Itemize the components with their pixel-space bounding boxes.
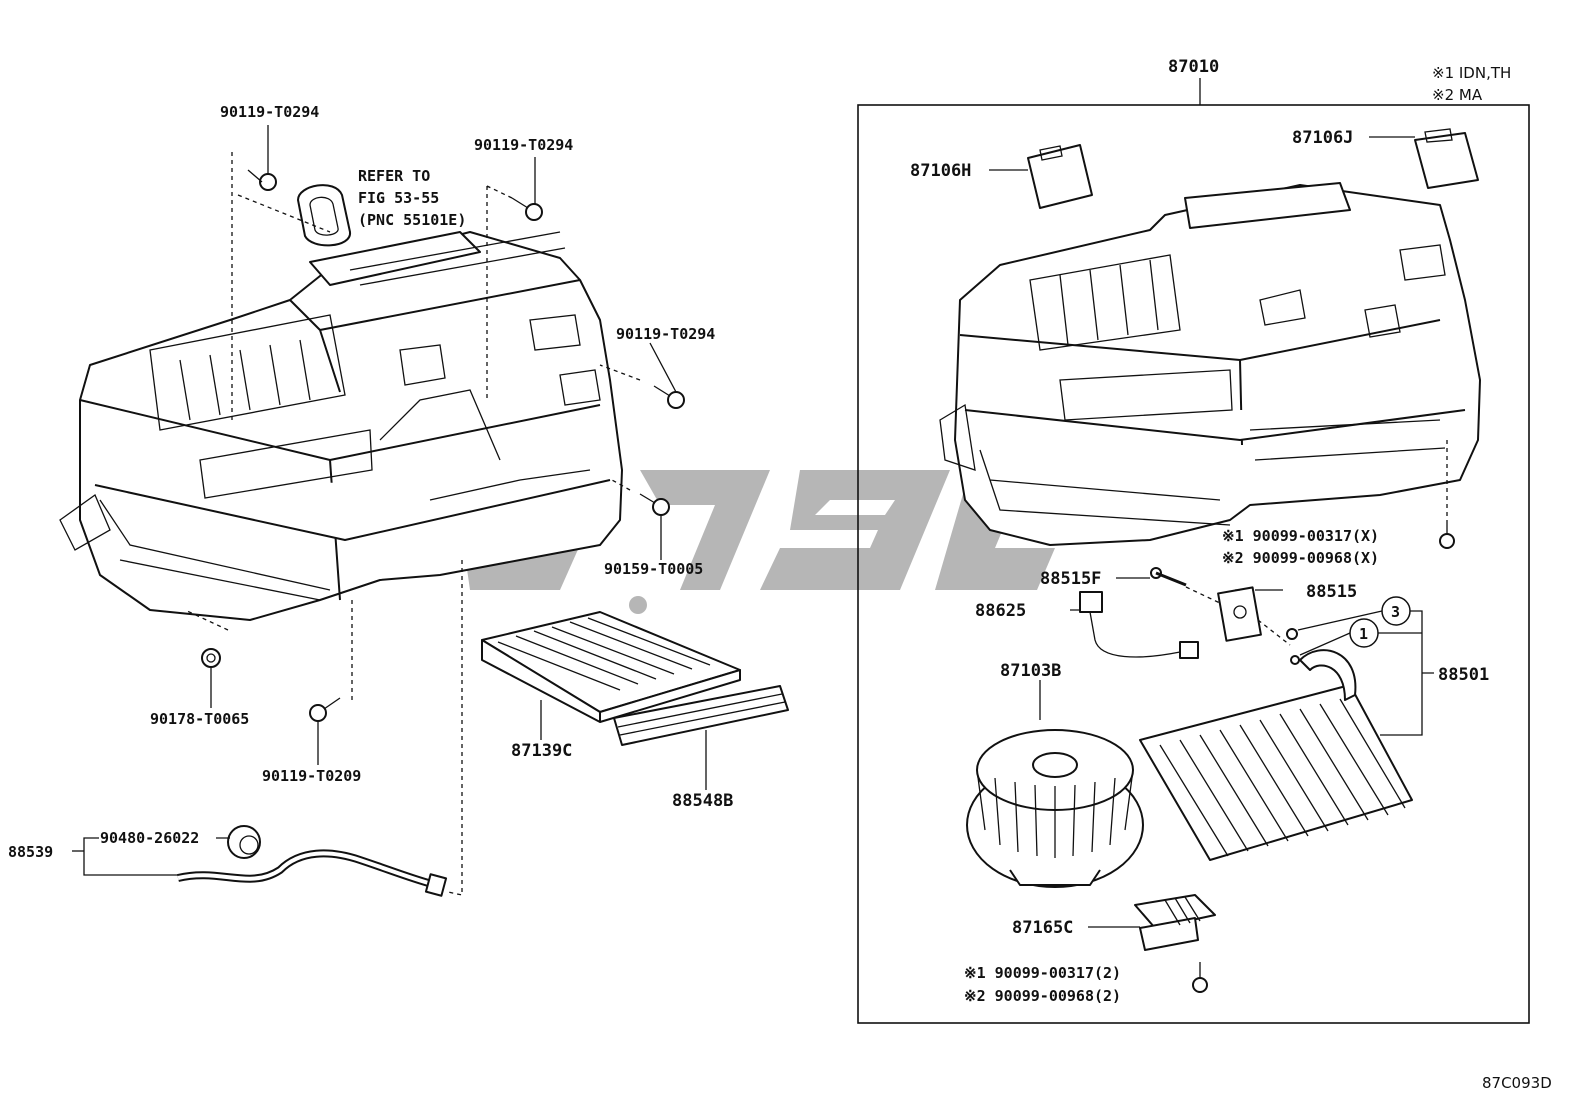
callout-circle-1: 1	[1349, 618, 1379, 648]
svg-text:3: 3	[1391, 603, 1400, 621]
screw-note-top1: ※1 90099-00317(X)	[1222, 527, 1379, 545]
svg-text:1: 1	[1359, 625, 1368, 643]
bolt-icon	[1150, 567, 1187, 587]
bolt-icon	[247, 169, 277, 191]
thermistor-88625	[1079, 591, 1199, 659]
blower-resistor-87165c	[1134, 894, 1216, 951]
bolt-icon	[309, 697, 341, 722]
figure-code: 87C093D	[1482, 1074, 1552, 1092]
bolt-icon	[639, 493, 670, 516]
air-filter-part	[481, 611, 741, 723]
expansion-valve-88515	[1217, 586, 1262, 642]
label-87106j: 87106J	[1292, 128, 1353, 148]
label-90119-t0294-c: 90119-T0294	[616, 325, 715, 343]
nut-icon	[201, 648, 221, 668]
label-90178-t0065: 90178-T0065	[150, 710, 249, 728]
screw-note-bottom2: ※2 90099-00968(2)	[964, 987, 1121, 1005]
label-88501: 88501	[1438, 665, 1489, 685]
label-90159-t0005: 90159-T0005	[604, 560, 703, 578]
filter-cover-part	[613, 685, 789, 746]
evaporator-88501	[1139, 649, 1413, 861]
refer-note-line3: (PNC 55101E)	[358, 211, 466, 229]
label-88539: 88539	[8, 843, 53, 861]
label-90480-26022: 90480-26022	[100, 829, 199, 847]
label-87106h: 87106H	[910, 161, 971, 181]
label-87010: 87010	[1168, 57, 1219, 77]
label-88515f: 88515F	[1040, 569, 1101, 589]
assembly-frame	[857, 104, 1530, 1024]
legend-line1: ※1 IDN,TH	[1432, 64, 1511, 82]
label-88625: 88625	[975, 601, 1026, 621]
grommet-icon	[227, 825, 261, 859]
refer-note-line1: REFER TO	[358, 167, 430, 185]
label-90119-t0294-b: 90119-T0294	[474, 136, 573, 154]
screw-icon	[1439, 520, 1455, 549]
label-87103b: 87103B	[1000, 661, 1061, 681]
hvac-unit-right	[939, 182, 1481, 546]
legend-line2: ※2 MA	[1432, 86, 1483, 104]
servo-motor-87106j	[1414, 128, 1479, 189]
callout-circle-3: 3	[1381, 596, 1411, 626]
bolt-icon	[511, 197, 543, 221]
hvac-unit-left	[59, 231, 623, 621]
blower-fan-87103b	[966, 729, 1144, 888]
label-88515: 88515	[1306, 582, 1357, 602]
label-90119-t0209: 90119-T0209	[262, 767, 361, 785]
bolt-icon	[653, 385, 685, 409]
servo-motor-87106h	[1027, 144, 1093, 209]
screw-note-bottom1: ※1 90099-00317(2)	[964, 964, 1121, 982]
refer-note-line2: FIG 53-55	[358, 189, 439, 207]
label-88548b: 88548B	[672, 791, 733, 811]
screw-icon	[1192, 962, 1208, 993]
label-87165c: 87165C	[1012, 918, 1073, 938]
label-87139c: 87139C	[511, 741, 572, 761]
label-90119-t0294-a: 90119-T0294	[220, 103, 319, 121]
drain-hose-part	[177, 849, 434, 888]
duct-seal-part	[297, 184, 351, 247]
screw-note-top2: ※2 90099-00968(X)	[1222, 549, 1379, 567]
